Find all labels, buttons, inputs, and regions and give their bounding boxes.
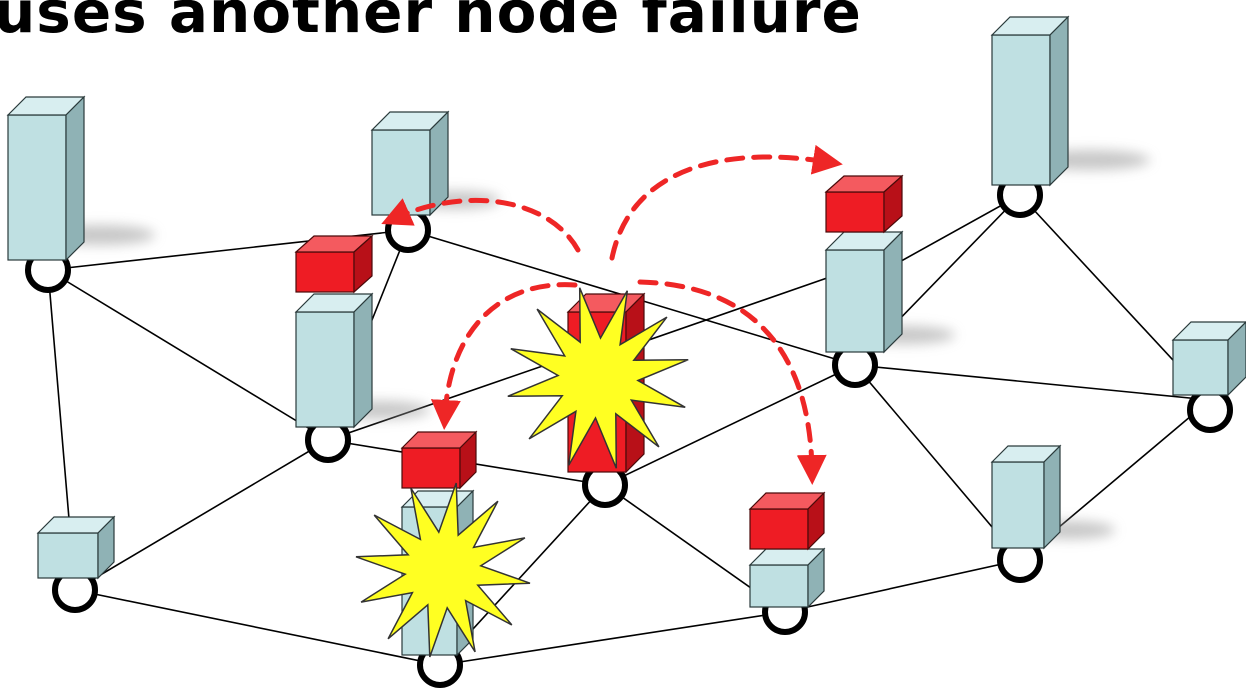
link-n9-n10 [439, 611, 786, 666]
slide-title: uses another node failure [0, 0, 862, 46]
link-n3-n8 [74, 439, 329, 591]
server-n3 [294, 292, 374, 429]
link-n4-n5 [619, 269, 851, 351]
link-n1-n3 [47, 269, 329, 441]
ring-n7 [1187, 387, 1233, 433]
node-rings [25, 172, 1233, 688]
server-n5 [824, 230, 904, 354]
migration-arrows [381, 144, 843, 485]
migration-arrow-to-n2 [381, 198, 581, 253]
link-n4-n5b [604, 364, 856, 486]
server-n7 [1171, 321, 1246, 397]
failure-burst-icon [355, 482, 531, 658]
failure-burst-icon [507, 287, 689, 469]
migration-arrow-to-n10 [637, 279, 827, 485]
link-n5-n7 [854, 364, 1211, 401]
failure-bursts [355, 287, 689, 658]
migration-arrow-to-n9 [430, 282, 578, 430]
server-n6 [990, 15, 1070, 187]
link-n10-n11 [784, 559, 1021, 613]
task-n5 [824, 174, 904, 234]
link-n8-n9 [74, 589, 441, 666]
task-n9 [400, 430, 478, 490]
task-n10 [748, 491, 826, 551]
link-n5-n6b [884, 194, 1021, 271]
task-n3 [294, 234, 374, 294]
server-n1 [6, 95, 86, 262]
migration-arrow-to-n5 [609, 144, 843, 261]
server-n11 [990, 444, 1062, 550]
server-n8 [36, 515, 116, 580]
server-n10 [748, 547, 826, 609]
server-n2 [370, 110, 450, 217]
